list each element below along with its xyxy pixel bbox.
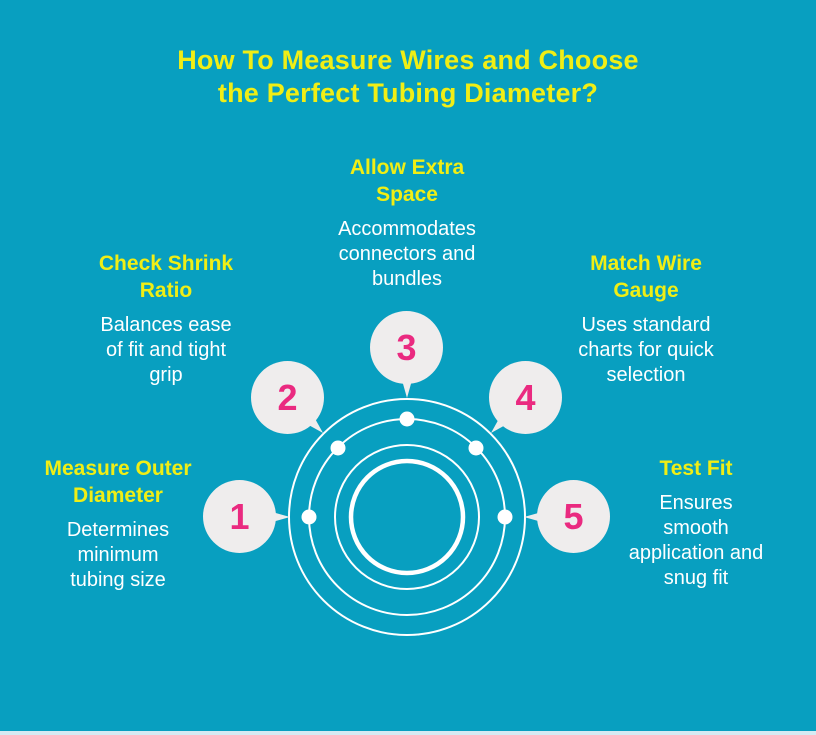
heading-line: Check Shrink: [98, 252, 234, 275]
body-line: minimum: [77, 544, 159, 566]
step-3-number: 3: [396, 326, 417, 368]
step-5-number: 5: [563, 495, 584, 537]
body-line: charts for quick: [578, 339, 714, 361]
heading-line: Measure Outer: [44, 457, 192, 480]
step-1-marker: 1: [203, 480, 276, 553]
step-1-heading: Measure Outer Diameter: [44, 455, 191, 509]
step-4-heading: Match Wire Gauge: [578, 250, 714, 304]
body-line: tubing size: [70, 569, 166, 591]
step-2-number: 2: [277, 376, 298, 418]
ring-dot-5: [497, 509, 513, 525]
step-1-description: Determines minimum tubing size: [44, 518, 191, 593]
step-2-marker: 2: [251, 361, 324, 434]
body-line: Accommodates: [338, 218, 476, 240]
heading-line: Diameter: [73, 484, 163, 507]
bottom-edge-strip: [0, 731, 816, 735]
ring-outer: [288, 398, 526, 636]
page-title-line-2: the Perfect Tubing Diameter?: [217, 78, 599, 108]
step-1-text-block: Measure Outer Diameter Determines minimu…: [44, 455, 191, 593]
heading-line: Space: [376, 183, 438, 206]
body-line: selection: [606, 364, 686, 386]
body-line: smooth: [663, 517, 729, 539]
body-line: connectors and: [338, 243, 476, 265]
body-line: application and: [628, 542, 764, 564]
body-line: Balances ease: [100, 314, 232, 336]
heading-line: Test Fit: [659, 457, 733, 480]
step-4-text-block: Match Wire Gauge Uses standard charts fo…: [578, 250, 714, 388]
page-title-line-1: How To Measure Wires and Choose: [177, 45, 639, 75]
heading-line: Ratio: [139, 279, 193, 302]
body-line: snug fit: [663, 567, 729, 589]
ring-dot-4: [468, 440, 484, 456]
body-line: Ensures: [659, 492, 733, 514]
step-3-marker: 3: [370, 311, 443, 384]
step-3-description: Accommodates connectors and bundles: [338, 217, 476, 292]
body-line: bundles: [371, 268, 443, 290]
heading-line: Allow Extra: [349, 156, 465, 179]
step-4-marker: 4: [489, 361, 562, 434]
body-line: Uses standard: [581, 314, 711, 336]
step-2-heading: Check Shrink Ratio: [99, 250, 233, 304]
step-2-text-block: Check Shrink Ratio Balances ease of fit …: [99, 250, 233, 388]
step-5-text-block: Test Fit Ensures smooth application and …: [629, 455, 764, 591]
step-4-description: Uses standard charts for quick selection: [578, 313, 714, 388]
step-2-description: Balances ease of fit and tight grip: [99, 313, 233, 388]
step-5-heading: Test Fit: [629, 455, 764, 482]
step-3-heading: Allow Extra Space: [338, 154, 476, 208]
ring-dot-3: [399, 411, 415, 427]
page-title: How To Measure Wires and Choose the Perf…: [0, 44, 816, 110]
step-5-marker: 5: [537, 480, 610, 553]
body-line: grip: [149, 364, 183, 386]
step-1-number: 1: [229, 495, 250, 537]
heading-line: Gauge: [613, 279, 679, 302]
ring-inner-thick: [348, 458, 466, 576]
step-5-description: Ensures smooth application and snug fit: [629, 491, 764, 591]
step-4-number: 4: [515, 376, 536, 418]
ring-dot-2: [330, 440, 346, 456]
body-line: Determines: [66, 519, 170, 541]
ring-third: [334, 444, 480, 590]
ring-dot-1: [301, 509, 317, 525]
body-line: of fit and tight: [105, 339, 227, 361]
step-3-text-block: Allow Extra Space Accommodates connector…: [338, 154, 476, 292]
heading-line: Match Wire: [590, 252, 702, 275]
